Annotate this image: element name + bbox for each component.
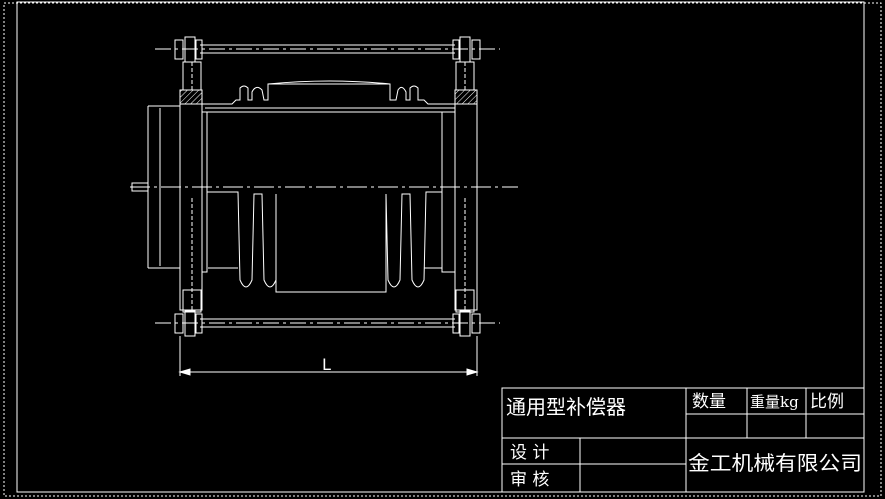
- row-review: 审 核: [510, 470, 549, 490]
- top-tie-rod: [155, 36, 500, 63]
- bottom-tie-rod: [155, 310, 500, 337]
- title-block: [501, 387, 865, 493]
- dimension-label: L: [322, 355, 331, 374]
- drawing-frame: [3, 1, 882, 497]
- row-design: 设 计: [510, 443, 549, 463]
- right-flange: [441, 103, 478, 311]
- column-scale: 比例: [810, 392, 844, 412]
- column-quantity: 数量: [692, 392, 726, 412]
- lower-bellows: [206, 191, 443, 293]
- left-flange: [179, 103, 208, 311]
- drawing-title: 通用型补偿器: [506, 395, 626, 419]
- dimension-l: [178, 336, 479, 376]
- top-lugs: [182, 61, 475, 91]
- company-name: 金工机械有限公司: [688, 451, 862, 475]
- column-weight: 重量kg: [750, 393, 799, 411]
- compensator-drawing: [130, 36, 518, 376]
- upper-bellows: [202, 80, 455, 109]
- lower-lugs: [182, 198, 475, 313]
- pipe-body: [147, 105, 442, 269]
